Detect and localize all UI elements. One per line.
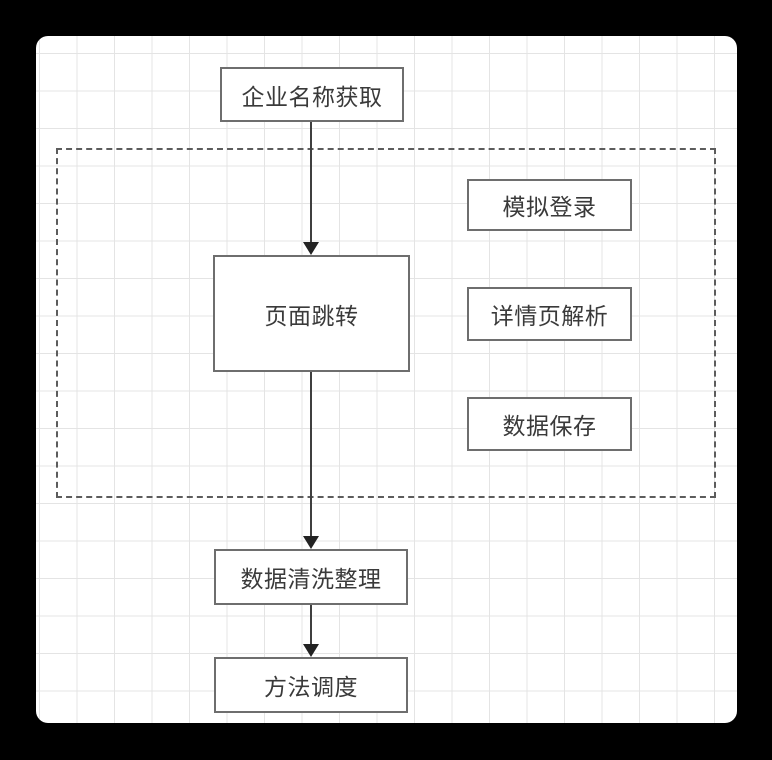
arrowhead-down-icon — [303, 644, 319, 657]
node-enterprise-name-acquisition: 企业名称获取 — [220, 67, 404, 122]
connector-line — [310, 122, 312, 242]
diagram-canvas: 企业名称获取 页面跳转 模拟登录 详情页解析 数据保存 数据清洗整理 方法调度 — [36, 36, 737, 723]
node-label: 企业名称获取 — [241, 83, 383, 110]
connector-enterprise-to-pagejump — [303, 122, 319, 255]
connector-pagejump-to-cleaning — [303, 372, 319, 549]
node-data-cleaning: 数据清洗整理 — [214, 549, 408, 605]
node-detail-page-parse: 详情页解析 — [467, 287, 632, 341]
node-label: 页面跳转 — [264, 302, 359, 329]
dashed-group-box — [56, 148, 716, 498]
connector-line — [310, 372, 312, 536]
node-simulated-login: 模拟登录 — [467, 179, 632, 231]
node-data-save: 数据保存 — [467, 397, 632, 451]
connector-cleaning-to-dispatch — [303, 605, 319, 657]
arrowhead-down-icon — [303, 536, 319, 549]
node-label: 数据清洗整理 — [240, 566, 382, 592]
node-label: 数据保存 — [502, 413, 597, 439]
node-method-dispatch: 方法调度 — [214, 657, 408, 713]
node-label: 方法调度 — [264, 674, 358, 700]
connector-line — [310, 605, 312, 644]
node-label: 模拟登录 — [502, 194, 597, 220]
node-page-jump: 页面跳转 — [213, 255, 410, 372]
arrowhead-down-icon — [303, 242, 319, 255]
node-label: 详情页解析 — [490, 303, 609, 329]
